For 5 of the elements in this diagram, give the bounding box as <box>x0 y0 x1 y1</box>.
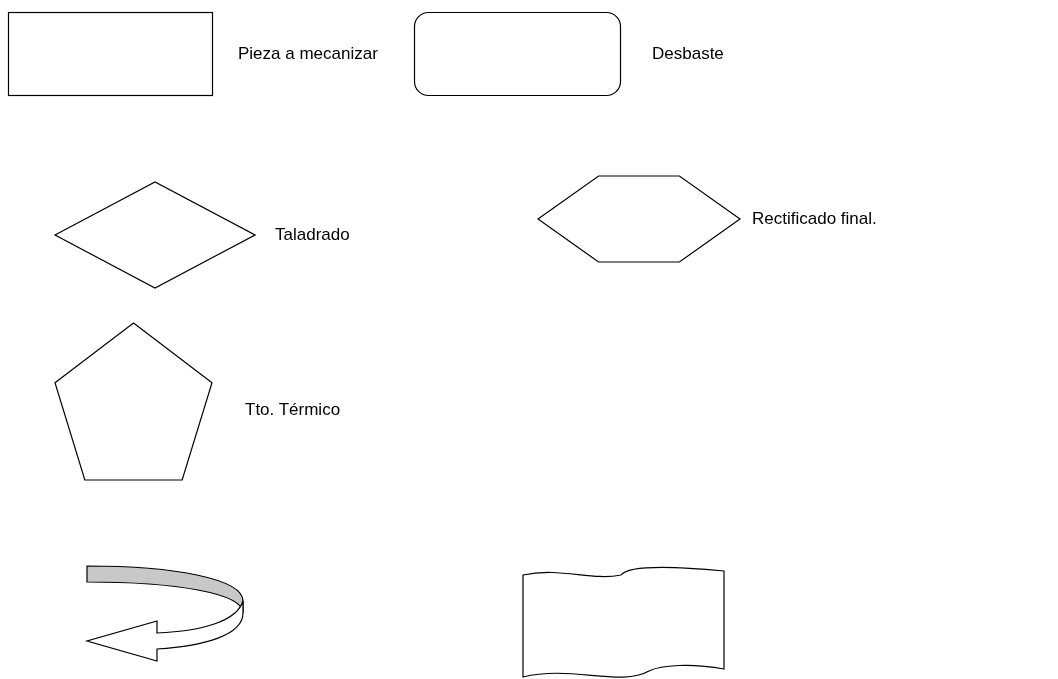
symbol-caption: Taladrado <box>275 225 350 245</box>
symbol-caption: Desbaste <box>652 44 724 64</box>
symbol-caption: Tto. Térmico <box>245 400 341 420</box>
symbol-caption: Rectificado final. <box>752 209 877 229</box>
symbol-caption: Pieza a mecanizar <box>238 44 378 64</box>
